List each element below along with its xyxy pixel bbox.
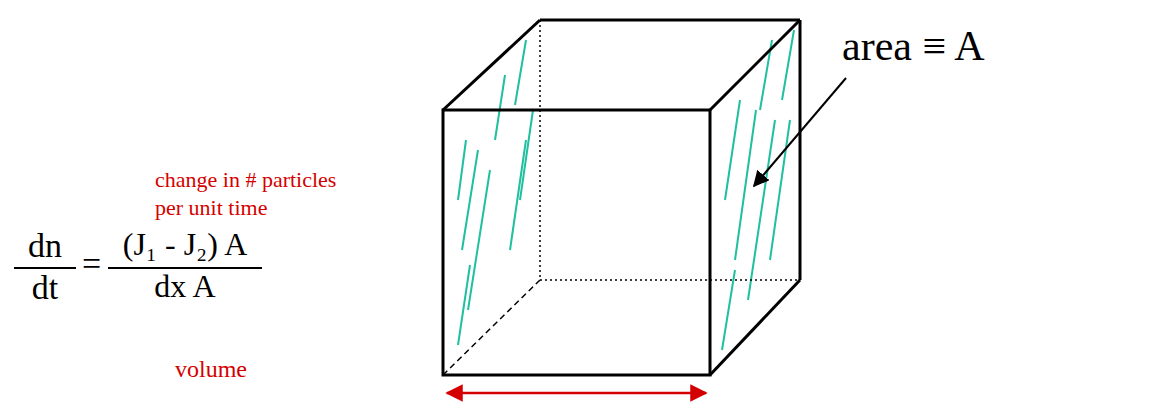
denominator: dt: [32, 268, 58, 307]
annotation: volume: [175, 356, 247, 384]
length-arrow: [447, 392, 706, 395]
fraction-bar: [14, 267, 76, 269]
hidden-edges: [443, 20, 800, 375]
annotation: change in # particles per unit time: [155, 166, 360, 222]
equals-sign: =: [82, 244, 101, 283]
numerator: dn: [28, 226, 62, 265]
leader-arrow: [754, 78, 846, 186]
numerator: (J₁ - J₂) A: [123, 226, 248, 263]
denominator: dx A: [154, 268, 215, 305]
cube-edges: [443, 20, 800, 375]
area-label: area ≡ A: [842, 22, 985, 70]
